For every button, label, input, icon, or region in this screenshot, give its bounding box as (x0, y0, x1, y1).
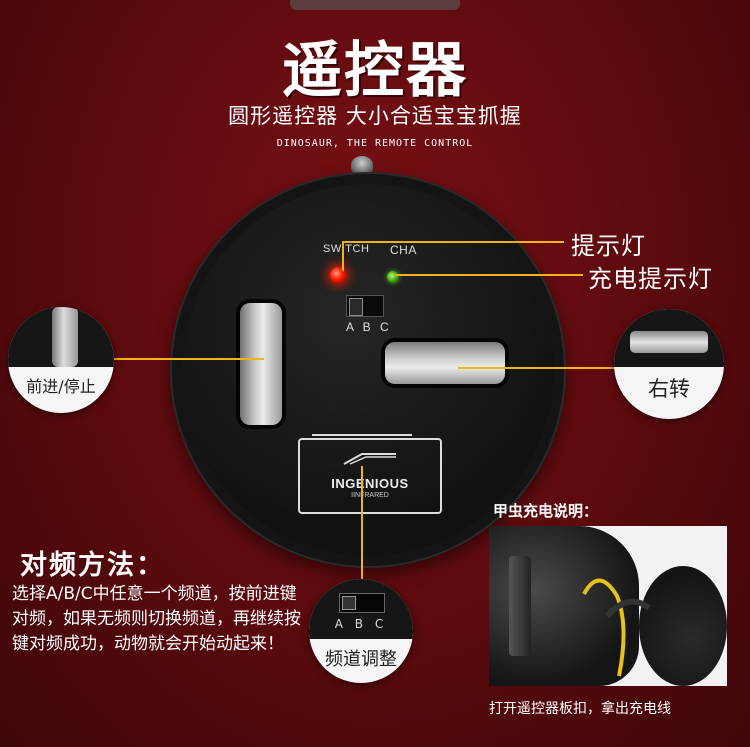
forward-stop-label: 前进/停止 (26, 377, 96, 396)
pairing-method-text: 选择A/B/C中任意一个频道，按前进键对频，如果无频则切换频道，再继续按键对频成… (12, 584, 301, 654)
indicator-callout-drop (342, 241, 344, 271)
logo-sub-text: IINFRARED (351, 492, 389, 499)
charge-light-label: 充电提示灯 (588, 265, 713, 293)
indicator-light-label: 提示灯 (571, 232, 646, 260)
turn-right-button[interactable] (385, 342, 505, 384)
remote-edge-shape (639, 566, 727, 686)
forward-stop-inset: 前进/停止 (8, 307, 114, 413)
channel-inset-knob (342, 596, 356, 610)
pairing-method-title: 对频方法： (20, 550, 165, 581)
brand-logo: INGENIOUS IINFRARED (298, 434, 442, 514)
beetle-charging-title: 甲虫充电说明： (493, 502, 599, 520)
turn-right-label: 右转 (648, 377, 690, 401)
right-callout-line (458, 367, 616, 369)
tagline: DINOSAUR, THE REMOTE CONTROL (276, 138, 474, 149)
channel-inset-switch (339, 593, 385, 613)
channel-callout-line (361, 466, 363, 584)
charge-led (387, 271, 399, 283)
battery-cavity (509, 556, 531, 656)
right-inset-button (630, 331, 708, 353)
indicator-led (330, 267, 346, 283)
channel-switch[interactable] (346, 295, 384, 317)
channel-switch-knob[interactable] (349, 298, 363, 316)
charging-cable-icon (582, 578, 651, 677)
page-subtitle: 圆形遥控器 大小合适宝宝抓握 (228, 104, 522, 128)
channel-inset-abc: A B C (334, 617, 388, 631)
charging-photo (489, 526, 727, 686)
switch-label: SWITCH (323, 243, 370, 255)
remote-antenna (351, 156, 373, 174)
turn-right-inset: 右转 (614, 309, 724, 419)
channel-abc-label: A B C (346, 320, 392, 334)
logo-brand-text: INGENIOUS (331, 476, 409, 491)
forward-callout-line (112, 358, 264, 360)
charge-callout-line (395, 274, 583, 276)
top-edge-bar (290, 0, 460, 10)
forward-stop-button[interactable] (240, 303, 282, 425)
forward-inset-button (52, 307, 78, 367)
indicator-callout-line (342, 241, 564, 243)
charging-photo-caption: 打开遥控器板扣，拿出充电线 (489, 701, 671, 717)
channel-adjust-inset: A B C 频道调整 (309, 579, 413, 683)
logo-stripe-icon (343, 453, 396, 465)
channel-adjust-label: 频道调整 (325, 649, 397, 670)
cha-label: CHA (390, 243, 417, 257)
page-title: 遥控器 (282, 36, 468, 106)
logo-tab-outline (312, 434, 412, 444)
